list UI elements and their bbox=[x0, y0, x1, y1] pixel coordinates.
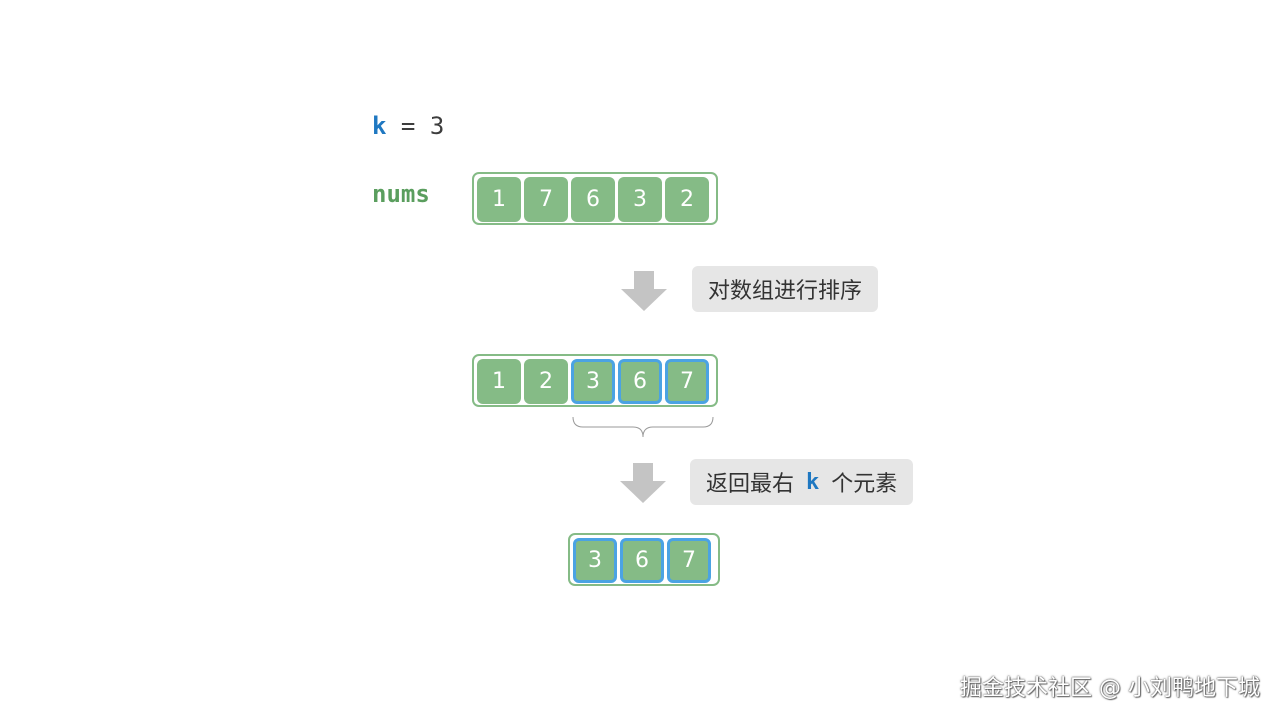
return-step-text-before: 返回最右 bbox=[706, 472, 795, 497]
underbrace-bracket bbox=[572, 416, 714, 438]
equals-sign: = bbox=[386, 112, 430, 140]
array-cell: 6 bbox=[571, 177, 615, 222]
k-variable: k bbox=[372, 112, 387, 140]
array-cell: 2 bbox=[524, 359, 568, 404]
highlighted-array-cell: 3 bbox=[573, 538, 617, 583]
array-cell: 1 bbox=[477, 359, 521, 404]
array-cell: 1 bbox=[477, 177, 521, 222]
sort-step-text: 对数组进行排序 bbox=[708, 279, 863, 304]
return-step-label: 返回最右 k 个元素 bbox=[690, 459, 914, 505]
array-cell: 3 bbox=[618, 177, 662, 222]
array-cell: 7 bbox=[524, 177, 568, 222]
return-step-k-variable: k bbox=[806, 469, 820, 495]
return-step-text-after: 个元素 bbox=[831, 472, 898, 497]
highlighted-array-cell: 7 bbox=[665, 359, 709, 404]
highlighted-array-cell: 6 bbox=[620, 538, 664, 583]
k-value: 3 bbox=[429, 112, 445, 140]
highlighted-array-cell: 3 bbox=[571, 359, 615, 404]
sorted-array: 1 2 3 6 7 bbox=[472, 354, 718, 407]
highlighted-array-cell: 6 bbox=[618, 359, 662, 404]
sort-step-label: 对数组进行排序 bbox=[692, 266, 879, 312]
down-arrow-icon bbox=[620, 463, 666, 503]
result-array: 3 6 7 bbox=[568, 533, 720, 586]
initial-array: 1 7 6 3 2 bbox=[472, 172, 718, 225]
down-arrow-icon bbox=[621, 271, 667, 311]
nums-label: nums bbox=[372, 180, 430, 208]
k-assignment: k = 3 bbox=[372, 112, 444, 140]
watermark: 掘金技术社区 @ 小刘鸭地下城 bbox=[960, 676, 1260, 701]
array-cell: 2 bbox=[665, 177, 709, 222]
highlighted-array-cell: 7 bbox=[667, 538, 711, 583]
